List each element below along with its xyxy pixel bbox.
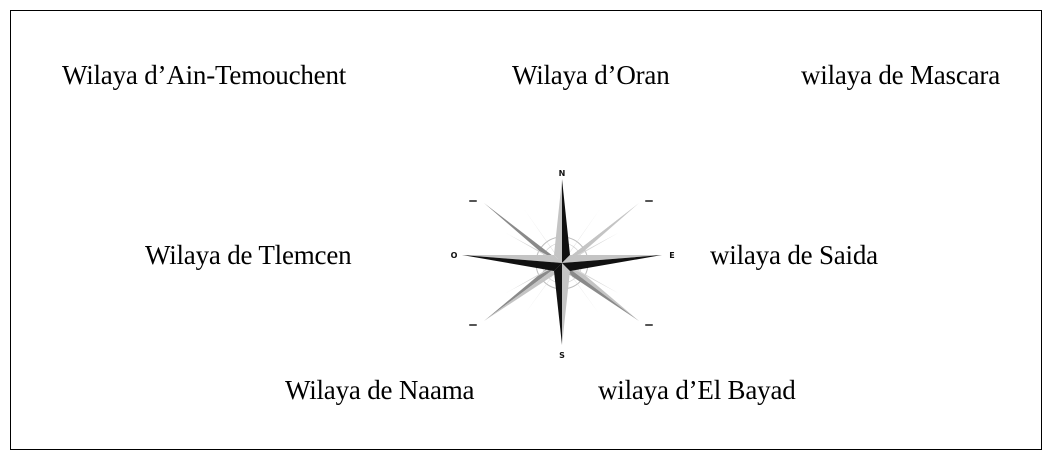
compass-cardinal-points xyxy=(462,179,662,345)
point-south xyxy=(554,263,562,345)
point-north xyxy=(554,179,562,263)
compass-west-label: O xyxy=(451,251,458,260)
compass-north-label: N xyxy=(559,169,566,178)
label-saida: wilaya de Saida xyxy=(710,240,878,270)
point-sw xyxy=(484,259,562,321)
label-naama: Wilaya de Naama xyxy=(285,375,475,405)
label-oran: Wilaya d’Oran xyxy=(512,60,670,90)
compass-rose-icon: N S E O xyxy=(432,165,692,365)
label-mascara: wilaya de Mascara xyxy=(801,60,1000,90)
label-ain-temouchent: Wilaya d’Ain-Temouchent xyxy=(62,60,347,90)
point-se xyxy=(562,259,639,321)
compass-diagonal-points xyxy=(484,203,639,321)
compass-south-label: S xyxy=(559,351,565,360)
compass-east-label: E xyxy=(669,251,674,260)
compass-diagonal-marks xyxy=(469,200,653,326)
compass-rose-graphic: N S E O xyxy=(451,169,675,360)
label-tlemcen: Wilaya de Tlemcen xyxy=(145,240,352,270)
label-el-bayad: wilaya d’El Bayad xyxy=(598,375,796,405)
